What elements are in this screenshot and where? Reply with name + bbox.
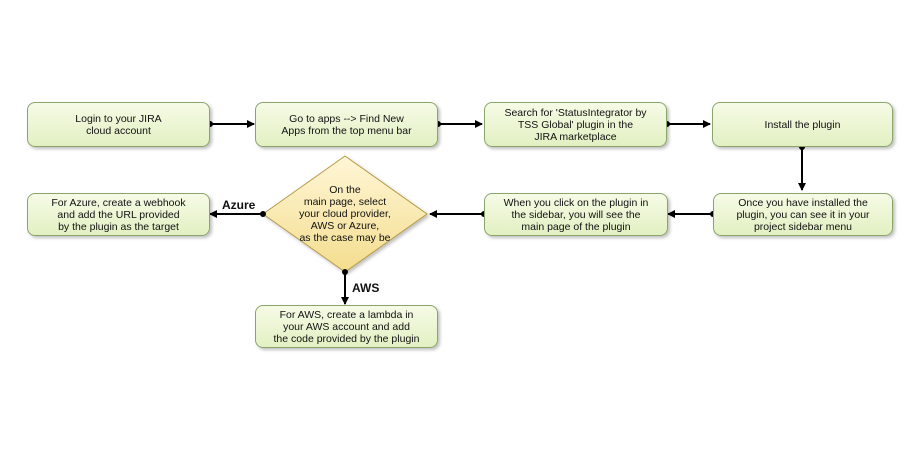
node-go-to-apps: Go to apps --> Find New Apps from the to… <box>255 102 438 147</box>
connector-dot <box>260 211 266 217</box>
node-plugin-in-sidebar: Once you have installed the plugin, you … <box>713 193 893 236</box>
node-search-plugin: Search for 'StatusIntegrator by TSS Glob… <box>484 102 667 147</box>
edge-label-aws: AWS <box>352 281 380 295</box>
connector-dot <box>342 269 348 275</box>
edge-label-azure: Azure <box>222 198 256 212</box>
node-login-jira: Login to your JIRA cloud account <box>27 102 210 147</box>
node-plugin-main-page: When you click on the plugin in the side… <box>484 193 668 236</box>
decision-diamond-text: On the main page, select your cloud prov… <box>299 184 391 244</box>
node-azure-webhook: For Azure, create a webhook and add the … <box>27 193 210 236</box>
node-aws-lambda: For AWS, create a lambda in your AWS acc… <box>255 305 438 348</box>
node-install-plugin: Install the plugin <box>712 102 893 147</box>
